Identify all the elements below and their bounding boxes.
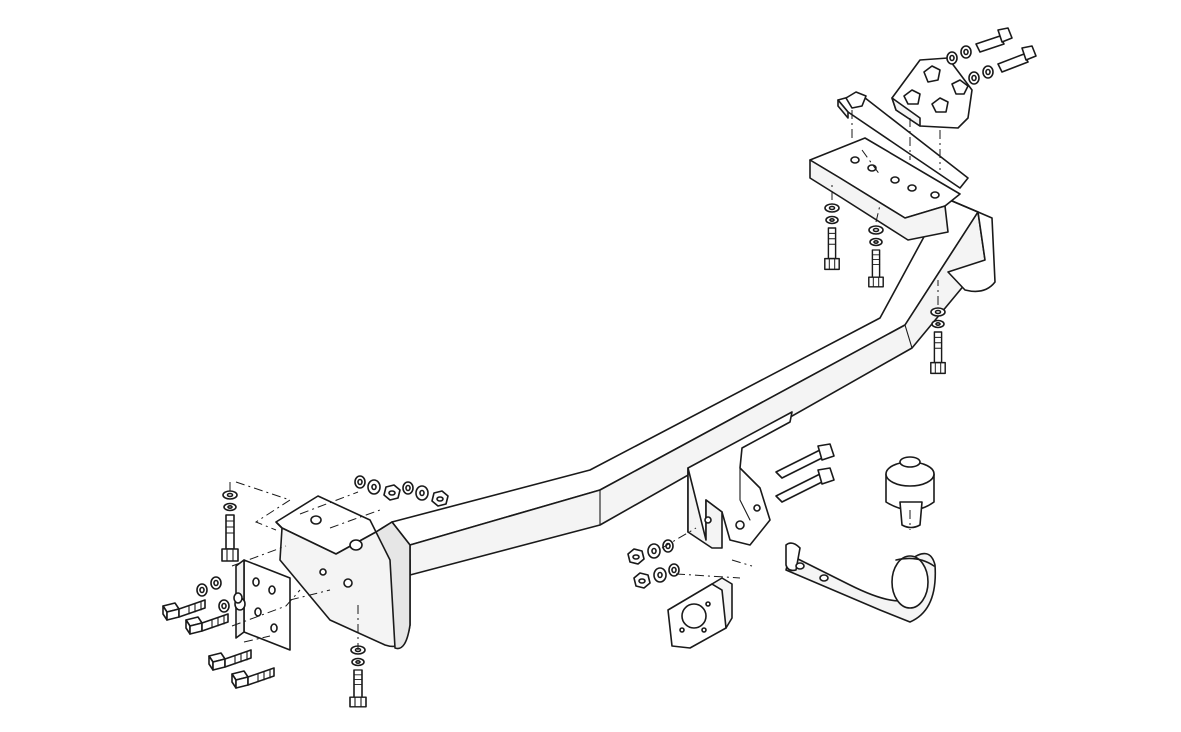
nuts-washers-left	[196, 576, 243, 613]
bolt-left-vertical	[221, 490, 239, 562]
electrical-socket-plate	[667, 577, 733, 649]
right-mount-plate	[837, 57, 973, 189]
assembly-lines	[229, 110, 941, 650]
bolt-left-bottom	[349, 645, 367, 708]
right-bracket	[809, 137, 961, 241]
bolts-centre	[775, 443, 835, 503]
bolts-right-top	[946, 27, 1037, 85]
left-plate	[234, 559, 291, 651]
crossbar	[391, 197, 996, 576]
nuts-left-top	[354, 475, 449, 507]
left-bracket	[275, 495, 411, 650]
tow-ball-cap	[885, 456, 935, 529]
ball-mount-socket	[687, 411, 793, 549]
nuts-centre	[627, 539, 680, 589]
tow-ball-neck	[785, 542, 937, 623]
